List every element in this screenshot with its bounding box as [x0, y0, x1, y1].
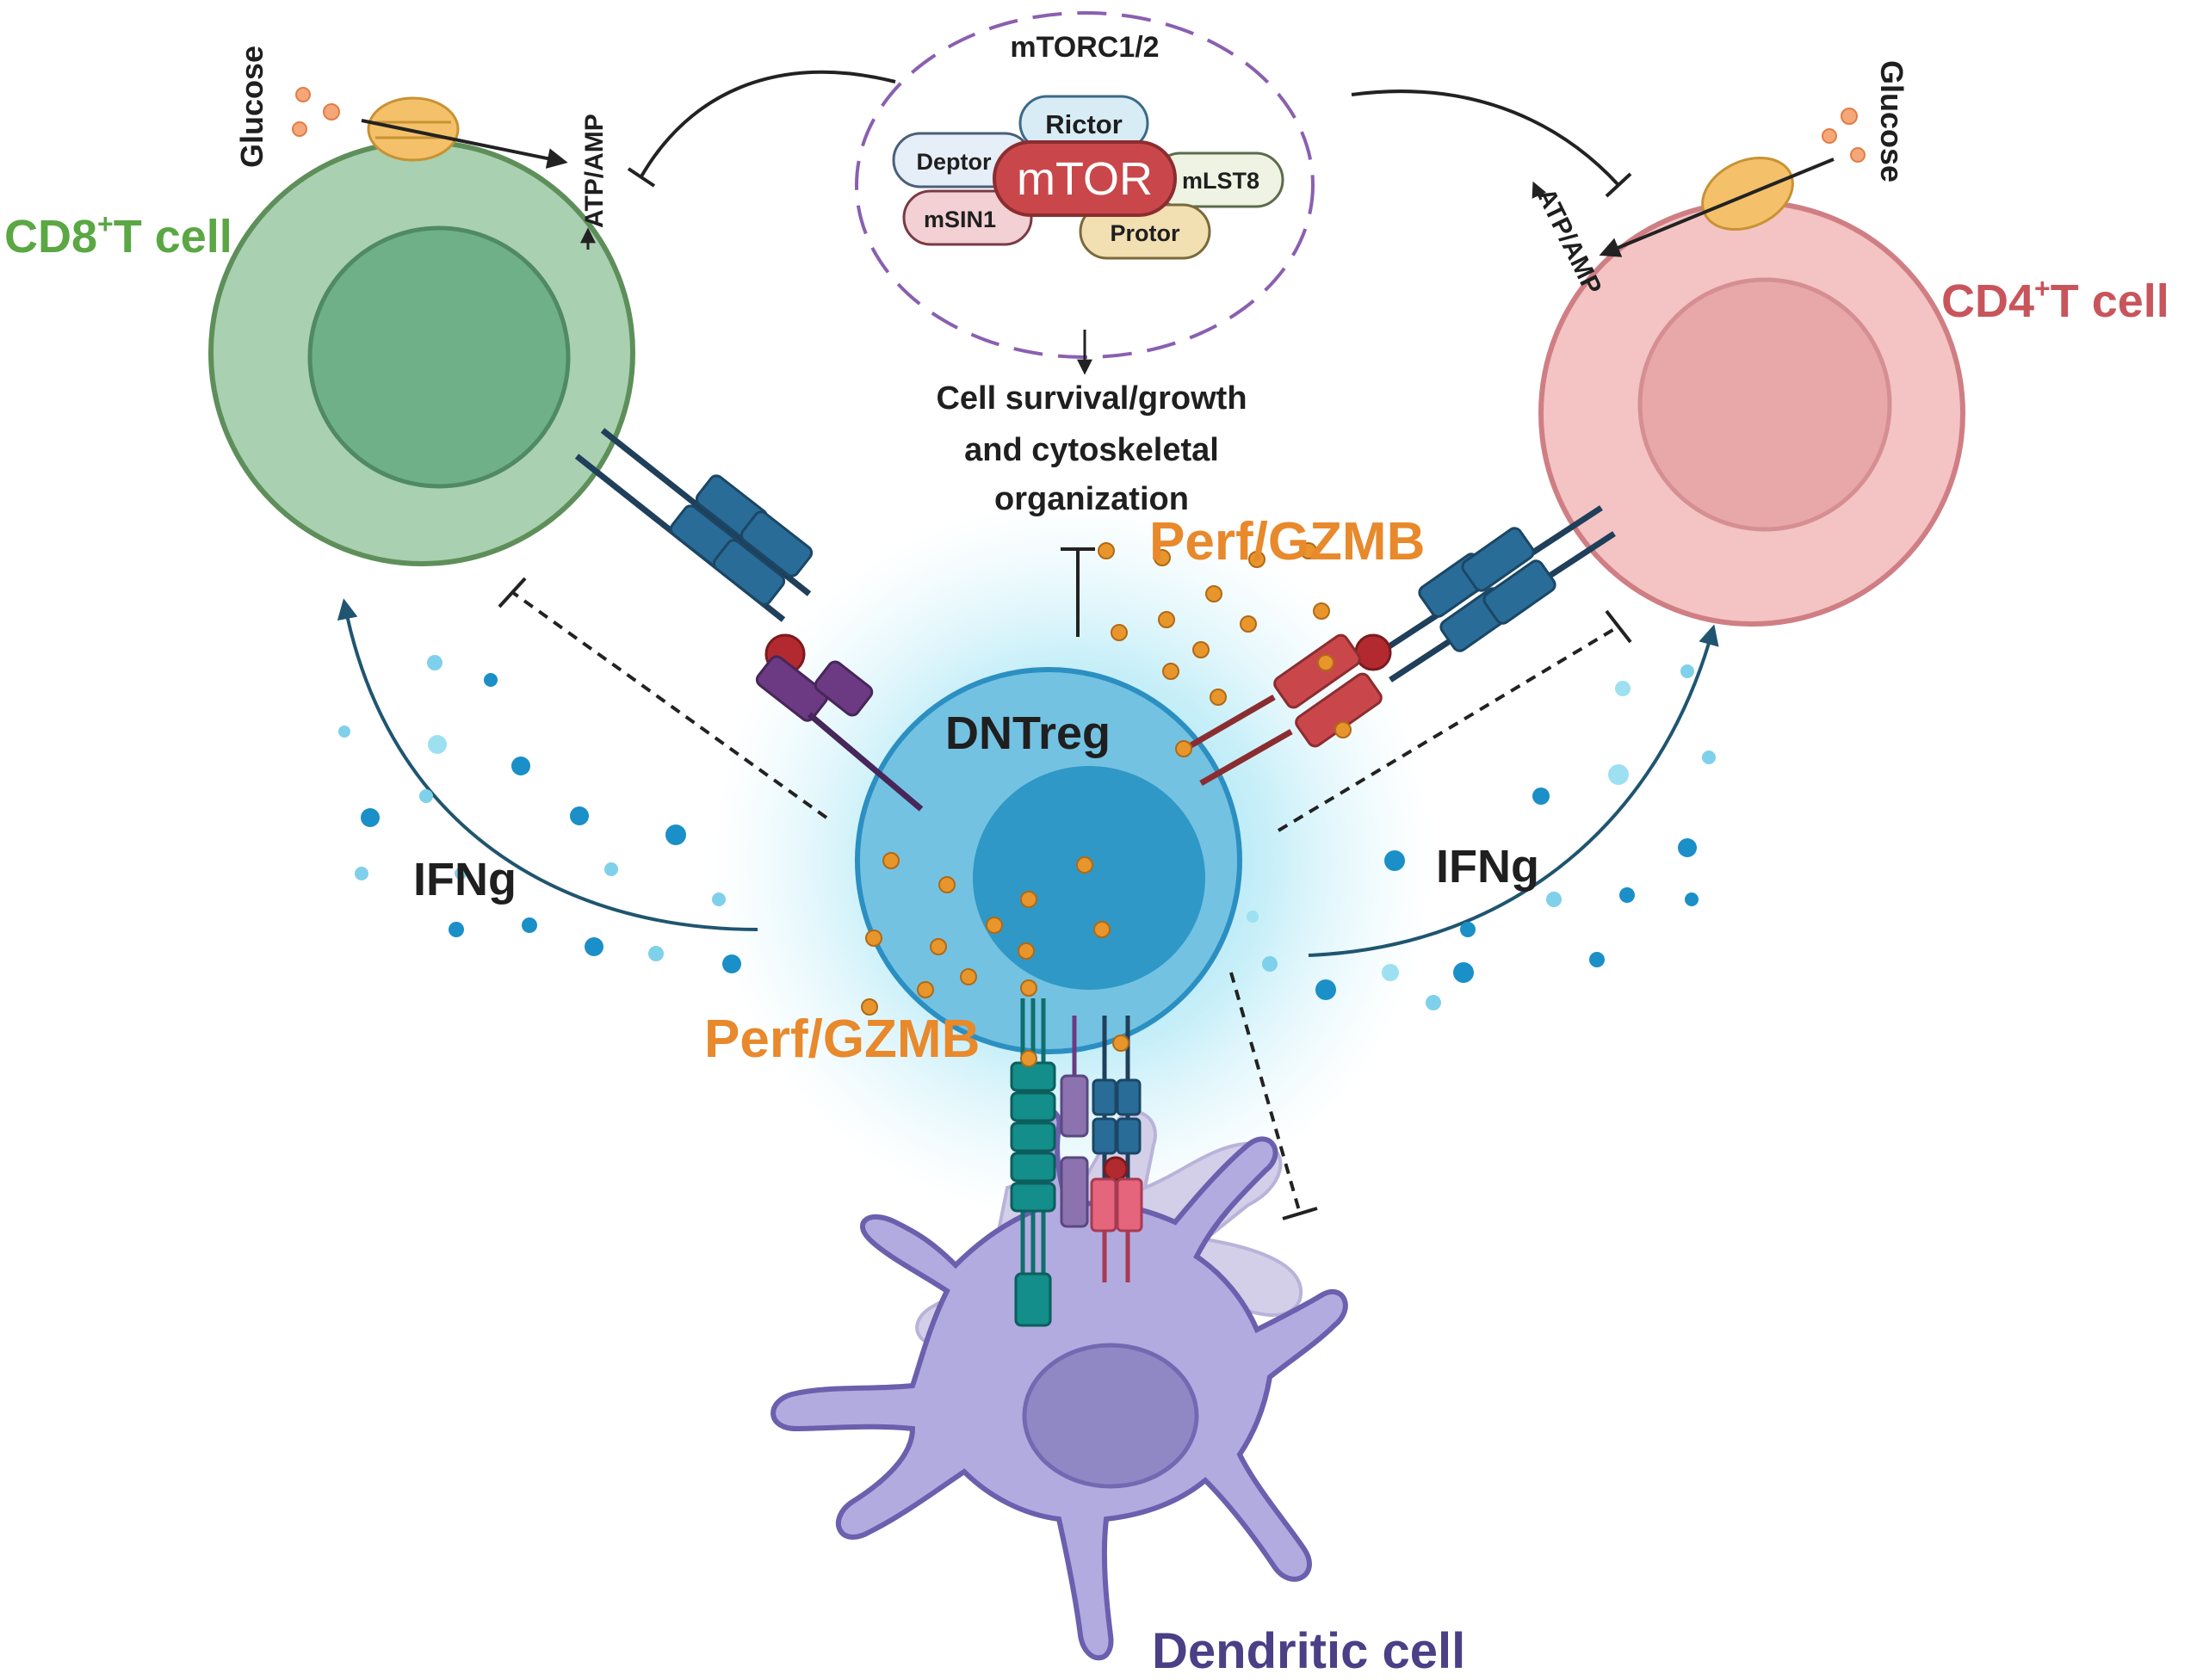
- mlst8-label: mLST8: [1182, 168, 1259, 194]
- perf-gzmb-lower-label: Perf/GZMB: [704, 1010, 980, 1069]
- msin1-box: [902, 189, 1033, 246]
- cd8-label-main: CD8: [4, 211, 97, 262]
- cd8-nucleus: [307, 225, 571, 489]
- cd4-label-rest: T cell: [2051, 275, 2169, 327]
- cd8-label-rest: T cell: [114, 211, 232, 262]
- dashed-inhibit-cd4-bar: [1605, 609, 1632, 644]
- mtorc-to-cd4-bar: [1605, 172, 1632, 198]
- protor-label: Protor: [1111, 220, 1180, 246]
- atp-amp-label-right: ATP/AMP: [1532, 184, 1607, 300]
- cd8-t-cell: [208, 139, 635, 566]
- dendritic-nucleus: [1022, 1343, 1199, 1489]
- mtorc-to-cd8-bar: [627, 167, 656, 188]
- perf-gzmb-dots: [861, 542, 1352, 1067]
- glucose-label-right: Glucose: [1874, 60, 1909, 182]
- perf-gzmb-upper-label: Perf/GZMB: [1149, 512, 1425, 571]
- cell-survival-line1: Cell survival/growth: [936, 380, 1247, 417]
- dendritic-label: Dendritic cell: [1152, 1623, 1465, 1679]
- glucose-transporter-left: [361, 96, 568, 169]
- cd4-label-main: CD4: [1941, 275, 2034, 327]
- ifng-right-label: IFNg: [1436, 841, 1539, 892]
- receptor-dendritic-dntreg: [1010, 998, 1143, 1327]
- ifng-left-label: IFNg: [413, 854, 517, 905]
- cell-survival-line2: and cytoskeletal: [964, 432, 1219, 468]
- dashed-inhibit-dc: [1229, 972, 1302, 1214]
- receptor-cd8-dntreg: [574, 428, 924, 812]
- dashed-inhibit-dc-bar: [1282, 1207, 1318, 1220]
- cd8-label: CD8+T cell: [4, 208, 232, 262]
- msin1-label: mSIN1: [924, 207, 996, 232]
- cd4-t-cell: [1538, 200, 1965, 627]
- dashed-inhibit-cd8: [511, 590, 828, 819]
- glucose-arrow-right: [1599, 158, 1835, 257]
- dendritic-cell: [770, 1106, 1348, 1661]
- dntreg-nucleus: [973, 766, 1205, 990]
- glucose-dots: [292, 87, 1866, 163]
- mtorc-label: mTORC1/2: [1010, 31, 1159, 64]
- mtor-box: [993, 140, 1177, 217]
- ifng-arrow-left: [337, 598, 758, 931]
- receptor-cd4-dntreg: [1186, 505, 1616, 787]
- cd4-label-sup: +: [2034, 273, 2051, 304]
- rictor-label: Rictor: [1045, 109, 1123, 139]
- ifng-arrow-right: [1308, 624, 1719, 957]
- glucose-arrow-left: [361, 119, 568, 169]
- mtorc-to-cd8-inhibit: [640, 70, 896, 178]
- ifng-dots: [338, 655, 1716, 1010]
- dntreg-cell: [855, 667, 1242, 1054]
- dashed-inhibit-cd4: [1277, 625, 1620, 832]
- deptor-label: Deptor: [917, 149, 992, 175]
- dntreg-label: DNTreg: [945, 707, 1111, 759]
- atp-up-arrow-right: [1532, 181, 1547, 201]
- cell-survival-line3: organization: [994, 481, 1189, 517]
- mtor-complex: mTORC1/2 Rictor Deptor mLST8 mSIN1 Proto…: [855, 11, 1315, 359]
- glucose-transporter-right: [1599, 156, 1835, 257]
- cd4-nucleus: [1637, 277, 1892, 532]
- cd8-label-sup: +: [97, 208, 114, 239]
- mtorc-to-cd4-inhibit: [1351, 90, 1620, 187]
- glucose-label-left: Glucose: [234, 46, 269, 168]
- atp-amp-label-left: ATP/AMP: [580, 114, 609, 228]
- cd4-label: CD4+T cell: [1941, 273, 2169, 327]
- dashed-inhibit-cd8-bar: [498, 577, 527, 608]
- mtor-label: mTOR: [1017, 153, 1153, 205]
